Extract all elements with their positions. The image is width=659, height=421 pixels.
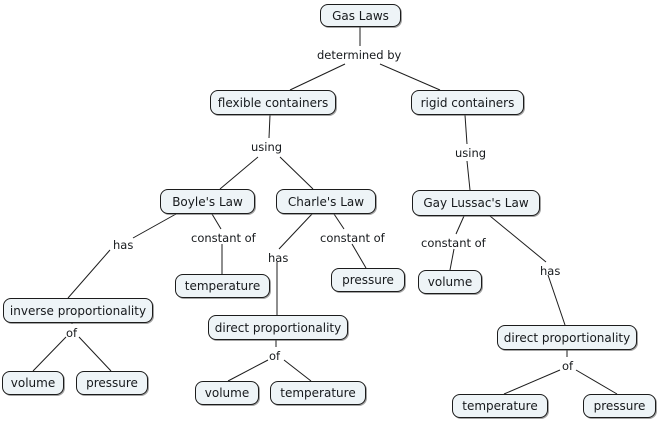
node-label: pressure — [86, 376, 138, 390]
node-label: direct proportionality — [503, 330, 631, 345]
node-label: pressure — [593, 399, 646, 413]
edge-rigid-to-using — [464, 114, 468, 145]
edge-constant-of-to-pressure — [351, 243, 367, 269]
edge-charle-to-constant-of — [333, 213, 345, 230]
edge-of-to-temperature-direct — [283, 359, 312, 382]
node-volume-inverse[interactable]: volume — [2, 371, 64, 395]
node-volume-gay-lussac[interactable]: volume — [418, 270, 482, 294]
edge-label-of-direct-charle: of — [269, 349, 281, 363]
edge-label-using-flexible: using — [251, 140, 283, 154]
node-label: temperature — [184, 279, 261, 293]
edge-label-of-inverse: of — [66, 326, 78, 340]
node-boyles-law[interactable]: Boyle's Law — [160, 189, 255, 214]
edge-using-to-charle — [279, 156, 314, 190]
node-pressure-inverse[interactable]: pressure — [76, 371, 148, 395]
node-label: volume — [427, 275, 473, 289]
edge-label-has-charle: has — [268, 251, 289, 265]
node-label: flexible containers — [217, 95, 329, 110]
node-label: rigid containers — [420, 95, 515, 110]
edge-label-constant-of-charle: constant of — [320, 231, 385, 245]
node-label: direct proportionality — [214, 320, 342, 335]
edge-determined-by-to-flexible — [289, 63, 346, 91]
edge-label-using-rigid: using — [455, 146, 487, 160]
edge-flexible-to-using — [268, 114, 271, 139]
node-label: Gas Laws — [332, 8, 389, 23]
node-label: inverse proportionality — [9, 303, 147, 318]
edge-label-constant-of-boyle: constant of — [191, 231, 256, 245]
edge-has-to-inverse — [67, 249, 111, 299]
edge-charle-to-has — [278, 213, 313, 250]
edge-constant-of-to-volume — [449, 248, 455, 271]
edge-boyle-to-has — [132, 213, 177, 239]
node-inverse-proportionality[interactable]: inverse proportionality — [3, 298, 153, 323]
node-label: pressure — [342, 273, 394, 287]
node-label: Boyle's Law — [172, 194, 243, 209]
edge-determined-by-to-rigid — [379, 63, 441, 91]
edge-gay-lussac-to-constant-of — [455, 215, 465, 235]
edge-of-to-volume-direct — [227, 359, 269, 382]
node-label: Gay Lussac's Law — [423, 196, 529, 210]
node-pressure-direct-gay-lussac[interactable]: pressure — [583, 394, 656, 418]
node-gas-laws[interactable]: Gas Laws — [320, 4, 401, 27]
node-label: temperature — [280, 386, 356, 400]
node-flexible-containers[interactable]: flexible containers — [210, 90, 336, 115]
edge-of-to-pressure-direct-gl — [575, 369, 618, 395]
node-direct-proportionality-gay-lussac[interactable]: direct proportionality — [497, 325, 637, 350]
node-temperature-direct-charle[interactable]: temperature — [270, 381, 366, 405]
edge-of-to-pressure-inverse — [78, 336, 112, 372]
node-label: volume — [204, 386, 250, 400]
edge-has-to-direct-gay-lussac — [547, 274, 566, 326]
edge-label-of-direct-gay-lussac: of — [562, 359, 574, 373]
node-label: volume — [10, 376, 56, 390]
edge-label-has-boyle: has — [113, 238, 134, 252]
edge-boyle-to-constant-of — [211, 213, 222, 230]
edge-of-to-volume-inverse — [32, 336, 67, 372]
node-charles-law[interactable]: Charle's Law — [276, 189, 376, 214]
edge-gay-lussac-to-has — [489, 215, 547, 263]
edge-label-determined-by: determined by — [317, 48, 402, 62]
edge-using-to-boyle — [219, 156, 259, 190]
edge-using-to-gay-lussac — [466, 160, 471, 191]
node-label: temperature — [462, 399, 538, 413]
node-temperature-boyle[interactable]: temperature — [175, 274, 270, 298]
node-rigid-containers[interactable]: rigid containers — [411, 90, 524, 115]
node-direct-proportionality-charle[interactable]: direct proportionality — [208, 315, 348, 340]
node-pressure-charle[interactable]: pressure — [331, 268, 405, 292]
edge-label-constant-of-gay-lussac: constant of — [421, 236, 486, 250]
edge-label-has-gay-lussac: has — [540, 264, 561, 278]
node-temperature-direct-gay-lussac[interactable]: temperature — [452, 394, 548, 418]
node-gay-lussacs-law[interactable]: Gay Lussac's Law — [412, 190, 540, 216]
node-label: Charle's Law — [287, 194, 365, 209]
edge-of-to-temperature-direct-gl — [503, 369, 561, 395]
node-volume-direct-charle[interactable]: volume — [195, 381, 259, 405]
